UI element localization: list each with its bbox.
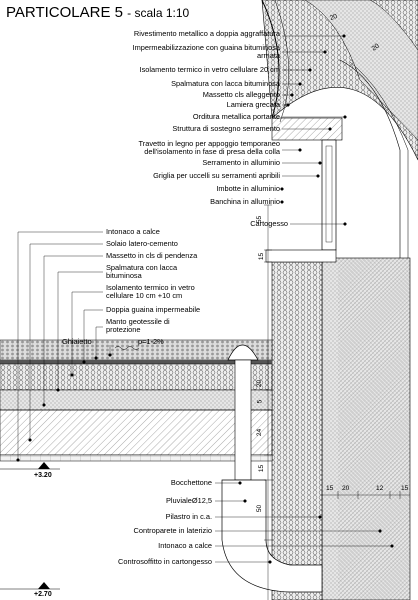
label-intonaco-top: Intonaco a calce xyxy=(106,227,160,236)
label-isolamento-10: Isolamento termico in vetro cellulare 10… xyxy=(106,283,195,300)
dim-24: 24 xyxy=(256,428,264,437)
label-massetto-pendenza: Massetto in cls di pendenza xyxy=(106,251,198,260)
dim-h15b: 15 xyxy=(401,485,409,492)
label-griglia: Griglia per uccelli su serramenti apribi… xyxy=(153,171,280,180)
dim-50: 50 xyxy=(256,504,264,513)
dim-h12: 12 xyxy=(376,485,384,492)
dim-20: 20 xyxy=(256,379,264,388)
roof-curve xyxy=(261,0,418,600)
terrace-layers xyxy=(0,339,273,462)
label-isolamento-20: Isolamento termico in vetro cellulare 20… xyxy=(139,65,280,74)
dim-h15a: 15 xyxy=(326,485,334,492)
label-lamiera: Lamiera grecata xyxy=(226,100,280,109)
label-massetto-alleggerito: Massetto cls alleggerito xyxy=(202,90,280,99)
label-struttura-sostegno: Struttura di sostegno serramento xyxy=(172,124,280,133)
label-ghiaietto: Ghiaietto xyxy=(62,337,92,346)
scale-text: - scala 1:10 xyxy=(127,6,190,20)
label-solaio: Solaio latero-cemento xyxy=(106,239,178,248)
sill xyxy=(265,249,337,263)
label-serramento: Serramento in alluminio xyxy=(202,158,280,167)
drain xyxy=(221,344,323,593)
dimension-lines xyxy=(264,204,410,600)
label-imbotte: Imbotte in alluminio xyxy=(216,184,280,193)
label-slope: p=1-2% xyxy=(138,337,164,346)
label-pluviale: PluvialeØ12,5 xyxy=(165,496,212,505)
dim-55: 55 xyxy=(256,215,264,224)
dim-5: 5 xyxy=(256,399,264,404)
drawing-title: PARTICOLARE 5 - scala 1:10 xyxy=(6,4,189,21)
label-bocchettone: Bocchettone xyxy=(170,478,212,487)
label-spalmatura-top: Spalmatura con lacca bituminosa xyxy=(171,79,280,88)
label-controparete: Controparete in laterizio xyxy=(133,526,212,535)
leader-lines xyxy=(16,34,394,564)
title-text: PARTICOLARE 5 xyxy=(6,4,123,21)
dim-15b: 15 xyxy=(258,464,266,473)
dim-h20: 20 xyxy=(342,485,350,492)
label-intonaco-bottom: Intonaco a calce xyxy=(158,541,212,550)
elevation-270: +2.70 xyxy=(34,591,52,598)
vertical-insulation xyxy=(271,261,323,600)
label-travetto: Travetto in legno per appoggio temporane… xyxy=(138,139,280,156)
elevation-markers xyxy=(0,346,140,590)
label-rivestimento: Rivestimento metallico a doppia aggraffa… xyxy=(133,29,280,38)
label-cartogesso: Cartogesso xyxy=(250,219,288,228)
window-frame xyxy=(321,139,337,251)
label-impermeabilizzazione: Impermeabilizzazione con guaina bitumino… xyxy=(132,43,280,60)
label-banchina: Banchina in alluminio xyxy=(210,197,280,206)
label-manto-geotessile: Manto geotessile di protezione xyxy=(106,317,170,334)
label-pilastro: Pilastro in c.a. xyxy=(165,512,212,521)
label-orditura: Orditura metallica portante xyxy=(192,112,280,121)
label-spalmatura-left: Spalmatura con lacca bituminosa xyxy=(106,263,178,280)
elevation-320: +3.20 xyxy=(34,472,52,479)
dim-15a: 15 xyxy=(258,252,266,261)
label-controsoffitto: Controsoffitto in cartongesso xyxy=(118,557,212,566)
label-doppia-guaina: Doppia guaina impermeabile xyxy=(106,305,201,314)
